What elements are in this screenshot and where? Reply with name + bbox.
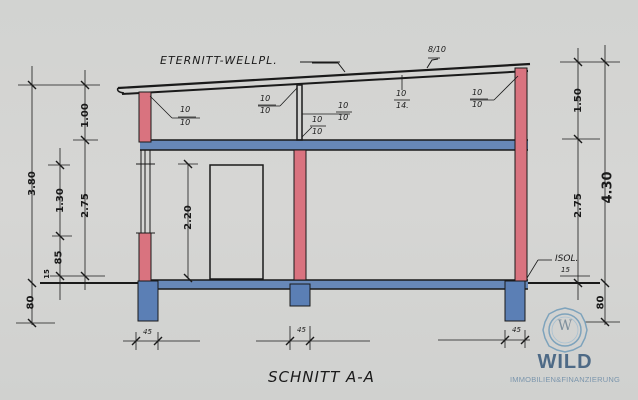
dim-left-plinth: 15 <box>42 269 51 279</box>
member-purlin-right-num: 10 <box>472 88 483 97</box>
upper-slab <box>140 140 528 150</box>
member-purlin-right-den: 10 <box>472 100 483 109</box>
door <box>209 164 264 280</box>
dim-left-window: 1.30 <box>54 188 66 213</box>
insulation-label: ISOL. <box>555 254 579 264</box>
member-beam-num: 10 <box>396 89 407 98</box>
dim-left-sill: 85 <box>53 250 65 265</box>
floor-slab <box>140 280 528 289</box>
right-footing <box>504 280 526 322</box>
rafter-size: 8/10 <box>428 45 446 54</box>
member-strut-right-den: 10 <box>338 113 349 122</box>
section-title: SCHNITT A-A <box>268 368 375 386</box>
left-wall-lower <box>138 232 152 282</box>
dim-left-upper: 1.00 <box>79 103 91 128</box>
member-beam-den: 14. <box>396 101 409 110</box>
dim-left-total: 3.80 <box>26 171 38 196</box>
dim-footing-left: 45 <box>143 328 152 336</box>
dim-footing-mid: 45 <box>297 326 306 334</box>
member-strut-right-num: 10 <box>338 101 349 110</box>
member-strut-low-num: 10 <box>312 115 323 124</box>
dim-footing-right: 45 <box>512 326 521 334</box>
company-logo: W WILD IMMOBILIEN&FINANZIERUNG <box>510 305 625 395</box>
dim-right-total: 4.30 <box>600 171 616 204</box>
roof-post <box>296 84 303 141</box>
member-purlin-left-bottom: 10 <box>180 118 191 127</box>
logo-subtitle: IMMOBILIEN&FINANZIERUNG <box>509 375 621 384</box>
dim-door-height: 2.20 <box>182 205 194 230</box>
logo-name: WILD <box>537 351 593 373</box>
roof <box>116 61 531 95</box>
dim-left-wall: 2.75 <box>79 193 91 218</box>
member-post-top-den: 10 <box>260 106 271 115</box>
dim-right-upper: 1.50 <box>572 88 584 113</box>
logo-monogram: W <box>557 318 573 334</box>
logo-emblem-icon <box>542 307 588 353</box>
right-wall <box>514 67 528 282</box>
roof-material-label: ETERNITT-WELLPL. <box>160 54 278 67</box>
member-purlin-left-top: 10 <box>180 105 191 114</box>
middle-footing <box>289 283 311 307</box>
left-wall-upper <box>138 91 152 143</box>
dim-right-plinth: 15 <box>561 266 570 274</box>
left-footing <box>137 280 159 322</box>
middle-column <box>293 149 307 281</box>
member-strut-low-den: 10 <box>312 127 323 136</box>
dim-left-foundation: 80 <box>25 295 37 310</box>
member-post-top-num: 10 <box>260 94 271 103</box>
dim-right-wall: 2.75 <box>572 193 584 218</box>
